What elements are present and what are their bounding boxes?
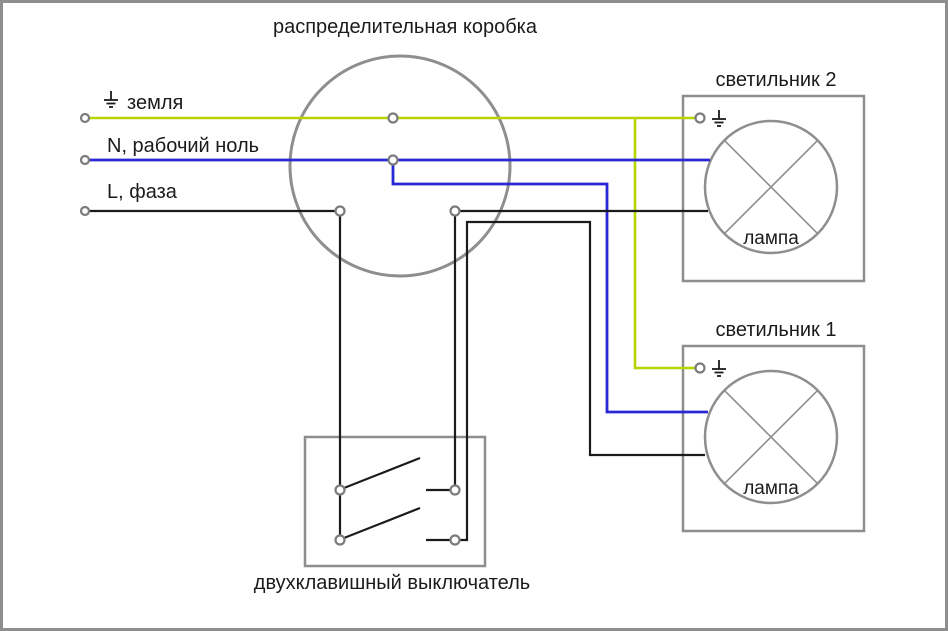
switch-box	[303, 435, 487, 568]
switch-output-2-wire	[459, 220, 705, 542]
fixture-2	[681, 94, 866, 283]
switch-terminal-out-1	[449, 484, 461, 496]
neutral-wire	[89, 158, 710, 414]
ground-icon	[104, 91, 118, 108]
fixture-2-title: светильник 2	[716, 69, 837, 91]
terminal-neutral-left	[79, 154, 91, 166]
neutral-wire-branch	[391, 160, 708, 414]
terminals	[79, 112, 706, 546]
lamp-1-circle	[703, 369, 839, 505]
terminal-ground-fixture-2	[694, 112, 706, 124]
fixture-1	[681, 344, 866, 533]
junction-neutral	[387, 154, 399, 166]
terminal-ground-fixture-1	[694, 362, 706, 374]
switch-2-blade	[343, 506, 421, 540]
ground-icon	[712, 360, 726, 377]
switch-output-1-wire	[453, 209, 708, 486]
phase-wire	[89, 209, 708, 542]
lamp-1-cross	[723, 389, 819, 485]
switch-label: двухклавишный выключатель	[254, 572, 530, 594]
distribution-box-circle	[288, 54, 512, 278]
switch-1-blade	[343, 456, 421, 490]
phase-label: L, фаза	[107, 181, 178, 203]
switch-terminal-in-1	[334, 484, 346, 496]
lamp-2-circle	[703, 119, 839, 255]
terminal-ground-left	[79, 112, 91, 124]
neutral-label: N, рабочий ноль	[107, 135, 259, 157]
ground-label: земля	[127, 92, 183, 114]
fixture-1-box	[681, 344, 866, 533]
terminal-phase-left	[79, 205, 91, 217]
fixture-1-title: светильник 1	[716, 319, 837, 341]
junction-ground	[387, 112, 399, 124]
lamp-2-cross	[723, 139, 819, 235]
ground-icon	[712, 110, 726, 127]
distribution-box-title: распределительная коробка	[273, 16, 538, 38]
switch-terminal-in-2	[334, 534, 346, 546]
ground-wire-branch	[633, 118, 696, 370]
lamp-2-label: лампа	[743, 228, 799, 249]
lamp-1-label: лампа	[743, 478, 799, 499]
fixture-2-box	[681, 94, 866, 283]
switch-terminal-out-2	[449, 534, 461, 546]
junction-switch-output-1	[449, 205, 461, 217]
junction-phase	[334, 205, 346, 217]
